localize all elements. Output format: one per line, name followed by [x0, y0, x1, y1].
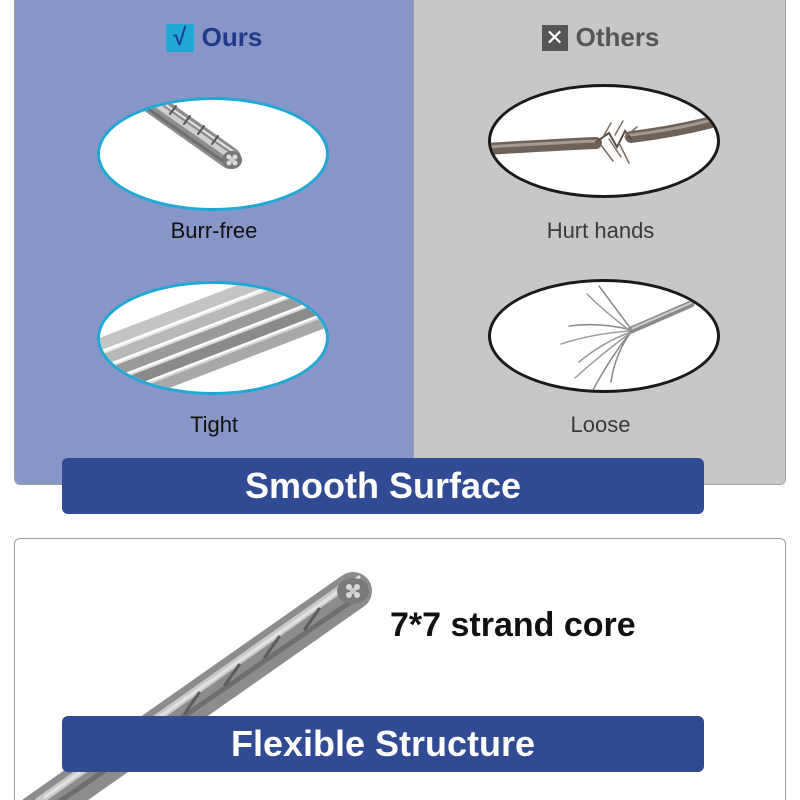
flexible-structure-banner: Flexible Structure: [62, 716, 704, 772]
frayed-cable-image: [488, 84, 720, 198]
x-icon: ✕: [541, 24, 568, 51]
others-heading-label: Others: [575, 22, 660, 52]
ours-column: √ Ours Burr-free: [15, 0, 413, 484]
strand-core-label: 7*7 strand core: [390, 606, 636, 644]
smooth-surface-banner: Smooth Surface: [62, 458, 704, 514]
ours-heading-label: Ours: [201, 22, 263, 52]
tight-strands-image: [97, 281, 329, 395]
caption-tight: Tight: [189, 412, 239, 437]
clean-cable-end-image: [97, 97, 329, 211]
loose-strands-image: [488, 279, 720, 393]
others-column: ✕ Others Hurt hands: [413, 0, 785, 484]
ours-heading: √ Ours: [15, 22, 413, 53]
checkmark-icon: √: [165, 23, 194, 52]
caption-burr-free: Burr-free: [170, 218, 258, 243]
comparison-panel: √ Ours Burr-free: [14, 0, 786, 485]
others-heading: ✕ Others: [414, 22, 785, 53]
caption-loose: Loose: [570, 412, 631, 437]
caption-hurt-hands: Hurt hands: [546, 218, 655, 243]
